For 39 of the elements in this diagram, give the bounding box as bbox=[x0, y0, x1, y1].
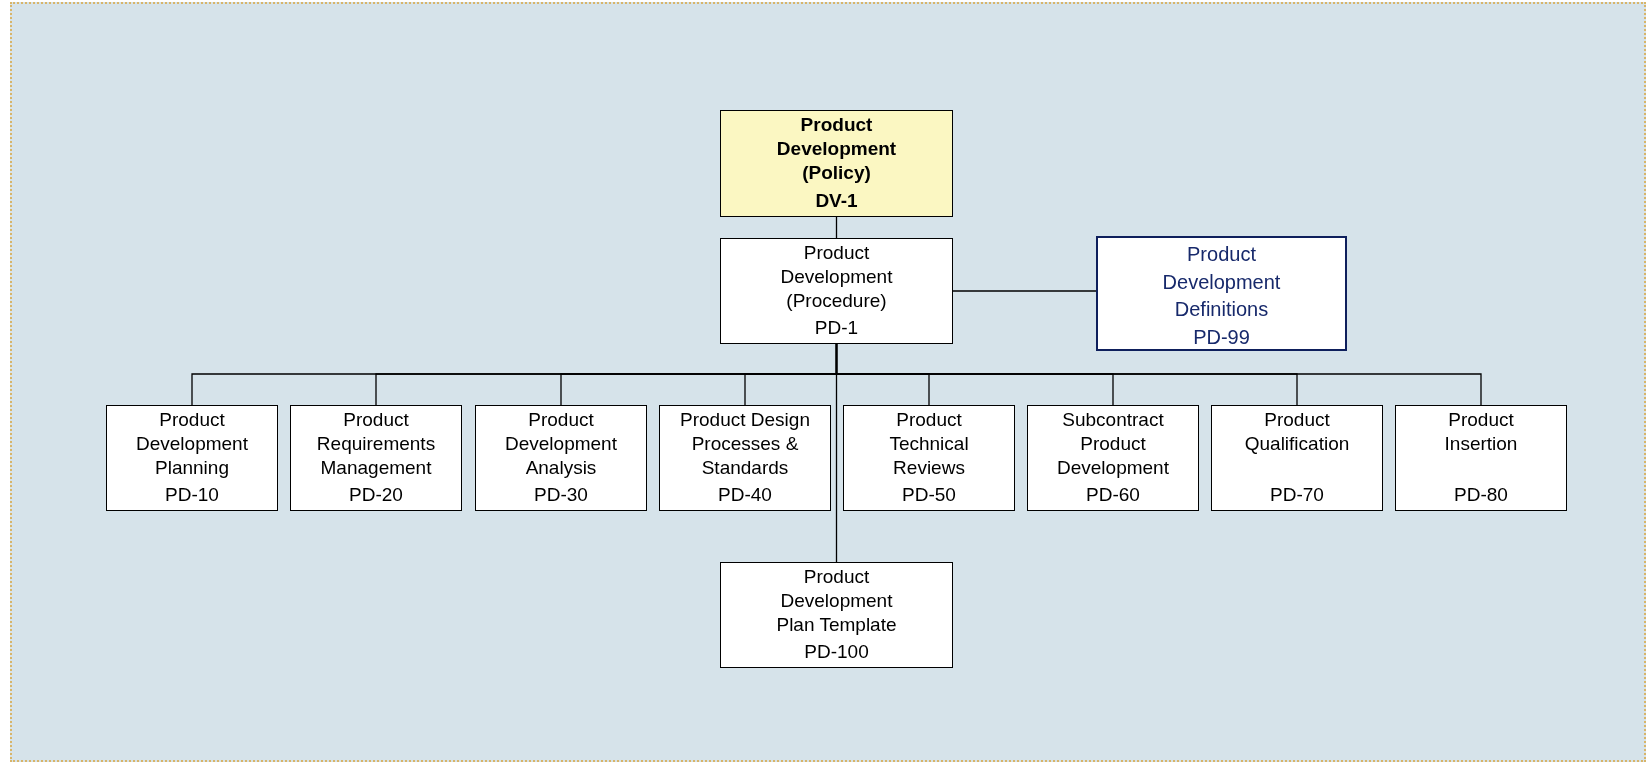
document-box bbox=[290, 405, 462, 511]
document-code: PD-1 bbox=[814, 316, 859, 340]
document-box bbox=[106, 405, 278, 511]
document-box bbox=[1395, 405, 1567, 511]
document-box bbox=[720, 562, 953, 668]
document-title: Product Development Definitions bbox=[1161, 242, 1282, 322]
document-title: Product Design Processes & Standards bbox=[679, 408, 811, 480]
document-title: Product Insertion bbox=[1443, 408, 1519, 456]
document-code: PD-20 bbox=[349, 483, 403, 507]
definitions-box bbox=[1096, 236, 1347, 351]
document-title: Product Development (Procedure) bbox=[779, 241, 894, 313]
connector-line bbox=[835, 216, 838, 239]
document-code: PD-30 bbox=[534, 483, 588, 507]
document-code: PD-40 bbox=[718, 483, 772, 507]
document-code: DV-1 bbox=[815, 189, 858, 213]
connector-line bbox=[835, 343, 838, 563]
document-title: Product Development Analysis bbox=[504, 408, 618, 480]
document-code: PD-50 bbox=[902, 483, 956, 507]
document-box bbox=[720, 238, 953, 344]
connector-line bbox=[952, 290, 1097, 292]
document-title: Product Development Plan Template bbox=[775, 565, 898, 637]
document-box bbox=[1027, 405, 1199, 511]
document-title: Product Development (Policy) bbox=[775, 113, 898, 185]
document-title: Product Qualification bbox=[1243, 408, 1351, 456]
policy-box bbox=[720, 110, 953, 217]
document-box bbox=[843, 405, 1015, 511]
document-code: PD-80 bbox=[1454, 483, 1508, 507]
document-code: PD-10 bbox=[165, 483, 219, 507]
document-title: Product Requirements Management bbox=[315, 408, 437, 480]
document-box bbox=[659, 405, 831, 511]
document-code: PD-99 bbox=[1193, 324, 1250, 350]
document-code: PD-100 bbox=[804, 640, 869, 664]
document-code: PD-60 bbox=[1086, 483, 1140, 507]
document-box bbox=[1211, 405, 1383, 511]
document-code: PD-70 bbox=[1270, 483, 1324, 507]
document-title: Product Development Planning bbox=[135, 408, 249, 480]
document-title: Product Technical Reviews bbox=[888, 408, 970, 480]
document-title: Subcontract Product Development bbox=[1056, 408, 1170, 480]
document-box bbox=[475, 405, 647, 511]
